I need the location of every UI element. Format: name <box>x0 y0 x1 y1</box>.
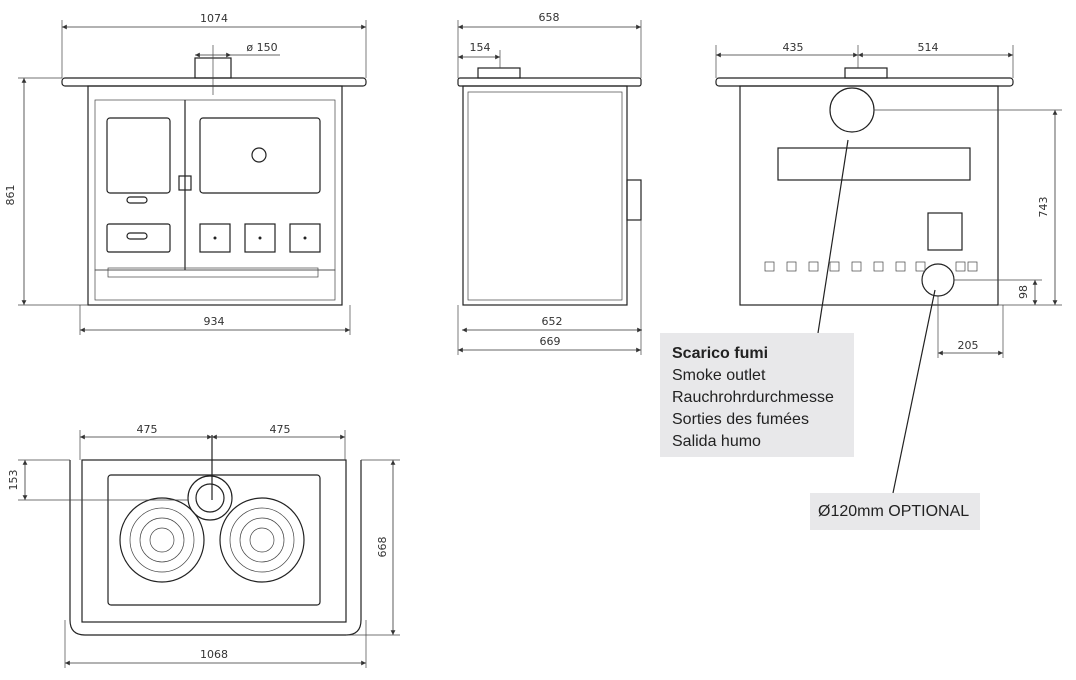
dim-back-optional-offset: 205 <box>958 339 979 352</box>
dim-top-half-right: 475 <box>270 423 291 436</box>
side-view: 658 154 652 669 <box>457 11 642 355</box>
legend-line-fr: Sorties des fumées <box>672 411 809 428</box>
dim-top-depth: 668 <box>376 537 389 558</box>
dim-front-height: 861 <box>4 185 17 206</box>
dim-front-width-body: 934 <box>204 315 225 328</box>
dim-side-depth-total: 669 <box>540 335 561 348</box>
dim-top-half-left: 475 <box>137 423 158 436</box>
smoke-outlet-legend: Scarico fumi Smoke outlet Rauchrohrdurch… <box>660 333 854 457</box>
dim-side-depth-body: 652 <box>542 315 563 328</box>
dim-top-flue-depth: 153 <box>7 470 20 491</box>
front-view: 1074 ø 150 861 934 <box>4 12 367 335</box>
legend-line-it: Scarico fumi <box>672 345 769 362</box>
optional-outlet-label: Ø120mm OPTIONAL <box>810 493 980 530</box>
top-view: 475 475 153 668 1068 <box>7 423 400 668</box>
dim-back-optional-height: 98 <box>1017 285 1030 299</box>
back-view: 435 514 743 98 205 <box>715 41 1062 494</box>
dim-front-width-top: 1074 <box>200 12 228 25</box>
legend-line-es: Salida humo <box>672 433 761 450</box>
legend-line-en: Smoke outlet <box>672 367 766 384</box>
dim-flue-diameter: ø 150 <box>246 41 277 54</box>
dim-back-flue-height: 743 <box>1037 197 1050 218</box>
dim-back-flue-right: 514 <box>918 41 939 54</box>
dim-back-flue-left: 435 <box>783 41 804 54</box>
dim-side-depth-top: 658 <box>539 11 560 24</box>
legend-line-de: Rauchrohrdurchmesse <box>672 389 834 406</box>
dim-side-flue-offset: 154 <box>470 41 491 54</box>
dim-top-width: 1068 <box>200 648 228 661</box>
